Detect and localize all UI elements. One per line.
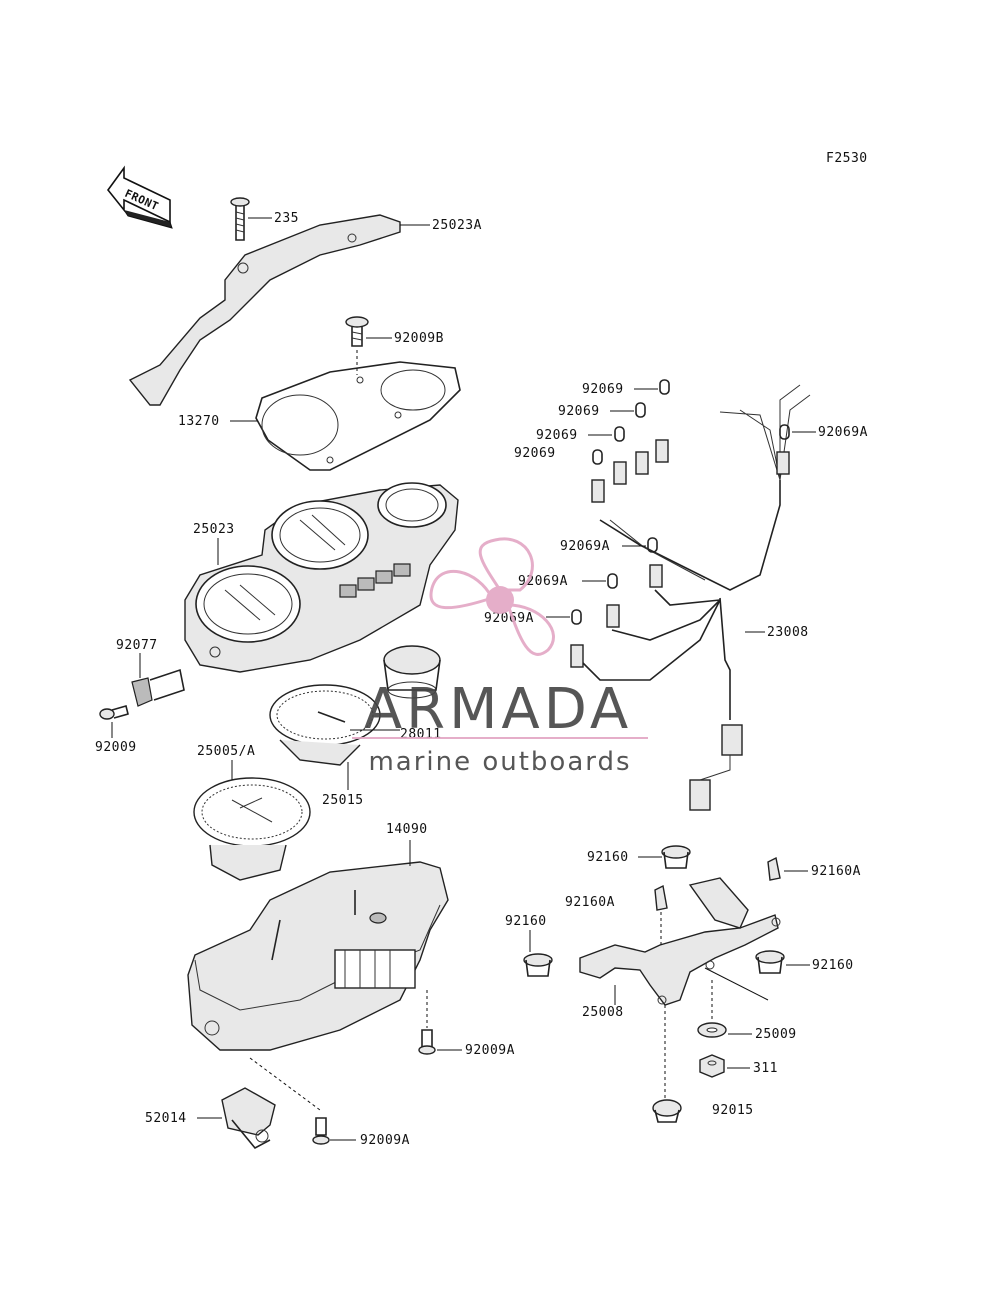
label-92160A-2: 92160A — [565, 895, 615, 910]
label-92069A-1: 92069A — [818, 425, 868, 440]
label-92069A-2: 92069A — [560, 539, 610, 554]
label-92160-3: 92160 — [812, 958, 854, 973]
meter-28011 — [383, 645, 441, 699]
label-25015: 25015 — [322, 793, 364, 808]
label-23008: 23008 — [767, 625, 809, 640]
bolt-92009B — [345, 316, 392, 375]
label-92160-1: 92160 — [587, 850, 629, 865]
grommet-92160A-2 — [654, 884, 668, 945]
label-14090: 14090 — [386, 822, 428, 837]
nut-311 — [699, 1054, 750, 1078]
bulb-92069-4 — [592, 449, 603, 465]
grommet-92160-3 — [704, 950, 810, 1001]
label-52014: 52014 — [145, 1111, 187, 1126]
screw-235 — [230, 197, 272, 241]
label-25023: 25023 — [193, 522, 235, 537]
washer-25009 — [697, 980, 752, 1038]
bracket-25008 — [579, 877, 781, 1006]
watermark-tagline: marine outboards — [368, 747, 631, 777]
propeller-icon — [429, 537, 555, 656]
label-235: 235 — [274, 211, 299, 226]
label-311: 311 — [753, 1061, 778, 1076]
label-25009: 25009 — [755, 1027, 797, 1042]
label-92009B: 92009B — [394, 331, 444, 346]
bracket-25023A — [128, 214, 430, 406]
speedometer-25005A — [193, 760, 311, 881]
label-92069-3: 92069 — [536, 428, 578, 443]
label-92077: 92077 — [116, 638, 158, 653]
screw-92009A-2 — [249, 1057, 356, 1145]
knob-92077 — [131, 653, 185, 707]
label-13270: 13270 — [178, 414, 220, 429]
watermark-brand: ARMADA — [364, 677, 632, 742]
front-arrow-icon: FRONT — [106, 165, 173, 229]
label-92009: 92009 — [95, 740, 137, 755]
grommet-92015 — [652, 1005, 682, 1123]
wiring-harness-23008 — [579, 384, 811, 811]
bulb-92069-3 — [588, 426, 625, 442]
bulb-92069A-2 — [622, 537, 658, 553]
label-92009A-1: 92009A — [465, 1043, 515, 1058]
armada-logo: ARMADA marine outboards — [352, 537, 648, 777]
gasket-13270 — [230, 361, 461, 471]
label-92069A-4: 92069A — [484, 611, 534, 626]
label-92015: 92015 — [712, 1103, 754, 1118]
bulb-92069A-1 — [779, 424, 816, 440]
label-25005A: 25005/A — [197, 744, 255, 759]
label-92069-1: 92069 — [582, 382, 624, 397]
label-92160-2: 92160 — [505, 914, 547, 929]
label-25023A: 25023A — [432, 218, 482, 233]
screw-92009 — [99, 705, 129, 738]
label-92009A-2: 92009A — [360, 1133, 410, 1148]
grommet-92160A-1 — [767, 856, 808, 881]
grommet-92160-2 — [523, 930, 553, 977]
label-92069-4: 92069 — [514, 446, 556, 461]
label-92160A-1: 92160A — [811, 864, 861, 879]
label-92069-2: 92069 — [558, 404, 600, 419]
meter-case-14090 — [187, 840, 449, 1051]
bulb-92069A-3 — [582, 573, 618, 589]
bracket-52014 — [197, 1087, 276, 1150]
meter-cover-25023 — [184, 482, 459, 673]
label-25008: 25008 — [582, 1005, 624, 1020]
bulb-92069-1 — [634, 379, 670, 395]
bulb-92069-2 — [610, 402, 646, 418]
grommet-92160-1 — [638, 845, 691, 869]
tachometer-25015 — [269, 684, 400, 790]
bulb-sockets — [570, 439, 790, 668]
figure-code: F2530 — [826, 151, 868, 166]
bulb-92069A-4 — [546, 609, 582, 625]
screw-92009A-1 — [418, 990, 462, 1055]
